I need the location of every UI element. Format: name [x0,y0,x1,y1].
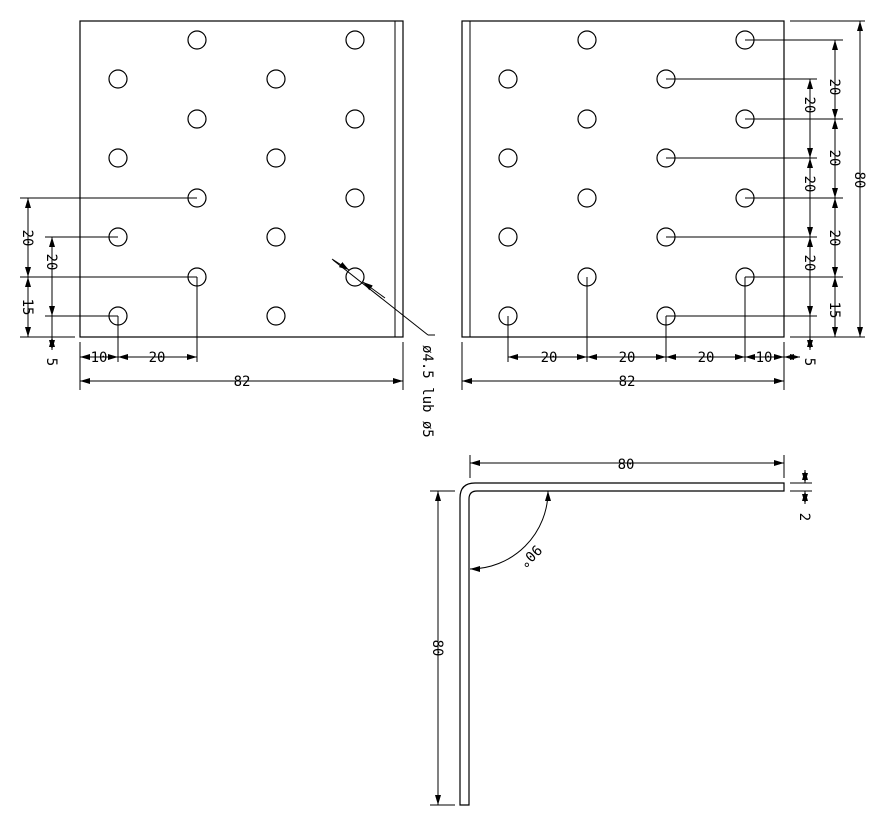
dim-rear-v-inner-1: 20 [801,97,817,114]
dim-rear-h-2: 20 [619,350,636,366]
leader-arrow [362,281,386,299]
dim-rear-v-outer-2: 20 [826,150,842,167]
hole [345,109,365,129]
dim-side-vertical: 80 [429,640,445,657]
hole [345,30,365,50]
dim-front-h-2: 20 [149,350,166,366]
dim-front-h-1: 10 [91,350,108,366]
hole [498,227,518,247]
hole [577,30,597,50]
dim-rear-height: 80 [851,172,867,189]
rear-plate-outline [461,20,785,338]
dim-front-v-inner-2: 5 [43,358,59,366]
hole [498,148,518,168]
dim-side-horizontal: 80 [618,457,635,473]
hole [498,69,518,89]
angle-arc [469,490,551,572]
hole [108,69,128,89]
hole [345,188,365,208]
dim-rear-v-inner-2: 20 [801,176,817,193]
hole [266,148,286,168]
angle-bracket-profile [459,482,785,806]
dim-rear-v-outer-4: 15 [826,302,842,319]
dim-rear-h-1: 20 [541,350,558,366]
hole [577,109,597,129]
dim-rear-v-inner-3: 20 [801,255,817,272]
dim-rear-v-outer-3: 20 [826,230,842,247]
hole [187,30,207,50]
hole [187,109,207,129]
hole [108,148,128,168]
dim-rear-v-inner-4: 5 [801,358,817,366]
dim-side-thickness: 2 [796,513,812,521]
dim-rear-width: 82 [619,374,636,390]
dim-side-angle: 90° [515,541,544,570]
dim-front-v-inner-1: 20 [43,254,59,271]
dim-rear-h-4: 10 [756,350,773,366]
hole [266,227,286,247]
hole [266,306,286,326]
leader-line [332,259,429,336]
hole [266,69,286,89]
dim-rear-h-3: 20 [698,350,715,366]
hole [345,267,365,287]
hole [577,188,597,208]
dim-front-v-outer-2: 15 [19,299,35,316]
dim-rear-v-outer-1: 20 [826,79,842,96]
leader-arrow [331,258,350,271]
hole-note: ø4.5 lub ø5 [419,345,435,438]
dim-front-width: 82 [234,374,251,390]
front-plate-outline [79,20,404,338]
dim-front-v-outer-1: 20 [19,230,35,247]
